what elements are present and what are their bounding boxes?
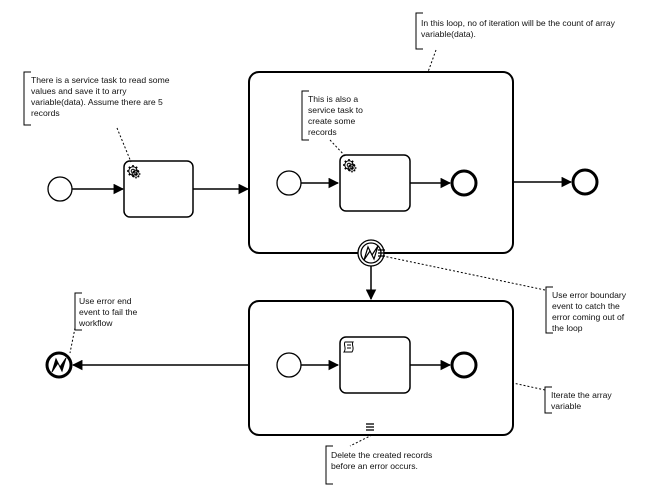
- start-event[interactable]: [47, 176, 73, 202]
- end-event[interactable]: [571, 168, 599, 196]
- annotation-iterate-array: Iterate the array variable: [551, 390, 614, 411]
- inner-start-event[interactable]: [276, 352, 302, 378]
- annotation-service-task-read: There is a service task to read some val…: [31, 75, 172, 118]
- annotation-error-boundary: Use error boundary event to catch the er…: [552, 290, 628, 333]
- lightning-icon: [51, 357, 67, 373]
- annotation-delete-records: Delete the created records before an err…: [331, 450, 435, 471]
- annotation-loop-iteration: In this loop, no of iteration will be th…: [421, 18, 617, 39]
- annotation-error-end: Use error end event to fail the workflow: [78, 296, 140, 328]
- inner-start-event[interactable]: [276, 170, 302, 196]
- lightning-icon: [363, 245, 379, 261]
- inner-end-event[interactable]: [450, 351, 478, 379]
- script-icon: [343, 341, 354, 353]
- annotation-brackets: [23, 12, 553, 485]
- inner-end-event[interactable]: [450, 169, 478, 197]
- annotation-inner-service-task: This is also a service task to create so…: [308, 94, 365, 137]
- association-lines: [69, 49, 546, 447]
- parallel-marker-icon: [366, 423, 374, 431]
